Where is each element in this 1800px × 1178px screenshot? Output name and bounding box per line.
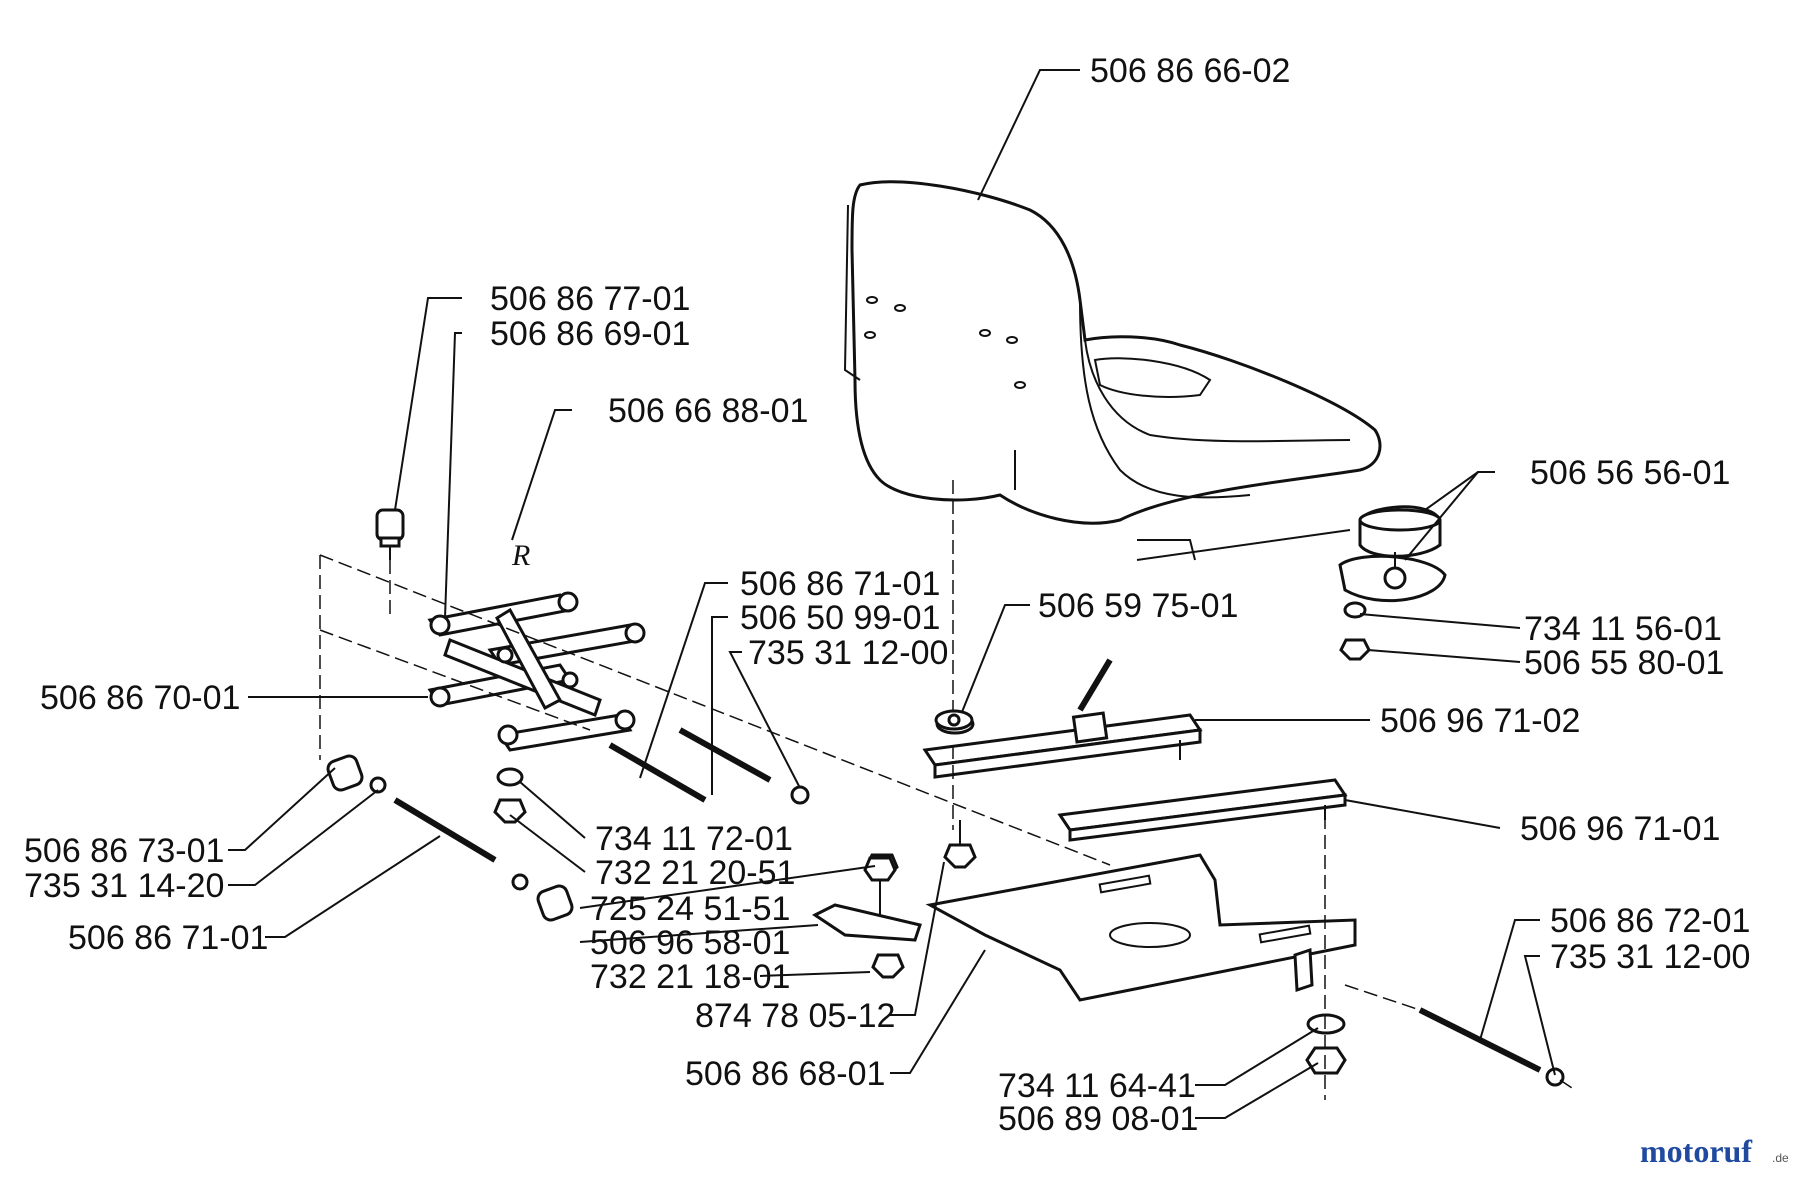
label-735-31-14-20: 735 31 14-20 <box>24 867 224 905</box>
label-734-11-72-01: 734 11 72-01 <box>595 820 793 858</box>
label-725-24-51-51: 725 24 51-51 <box>590 890 790 928</box>
r-clip-mark: R <box>511 539 530 572</box>
label-506-96-58-01: 506 96 58-01 <box>590 924 790 962</box>
watermark-text: motoruf <box>1640 1133 1752 1169</box>
label-506-86-68-01: 506 86 68-01 <box>685 1055 885 1093</box>
bolt-part <box>375 508 405 560</box>
mount-cap-part <box>1338 505 1447 603</box>
seat-part <box>843 180 1382 525</box>
label-506-89-08-01: 506 89 08-01 <box>998 1100 1198 1138</box>
watermark-suffix: .de <box>1772 1151 1789 1165</box>
scissor-linkage-part <box>427 591 646 752</box>
label-506-86-71-01-bottom: 506 86 71-01 <box>68 919 268 957</box>
label-735-31-12-00-top: 735 31 12-00 <box>748 634 948 672</box>
label-735-31-12-00-right: 735 31 12-00 <box>1550 938 1750 976</box>
label-506-55-80-01: 506 55 80-01 <box>1524 644 1724 682</box>
slide-rail-upper-part <box>922 658 1203 779</box>
base-plate-part <box>925 853 1357 1002</box>
label-506-86-70-01: 506 86 70-01 <box>40 679 240 717</box>
label-506-50-99-01: 506 50 99-01 <box>740 599 940 637</box>
label-734-11-56-01: 734 11 56-01 <box>1524 610 1722 648</box>
label-732-21-18-01: 732 21 18-01 <box>590 958 790 996</box>
label-732-21-20-51: 732 21 20-51 <box>595 854 795 892</box>
label-506-59-75-01: 506 59 75-01 <box>1038 587 1238 625</box>
label-506-96-71-02: 506 96 71-02 <box>1380 702 1580 740</box>
leader-lines <box>228 69 1556 1119</box>
label-506-86-71-01-top: 506 86 71-01 <box>740 565 940 603</box>
label-506-66-88-01: 506 66 88-01 <box>608 392 808 430</box>
label-506-86-73-01: 506 86 73-01 <box>24 832 224 870</box>
label-506-86-69-01: 506 86 69-01 <box>490 315 690 353</box>
watermark-logo: motoruf .de <box>1640 1133 1789 1169</box>
label-506-86-72-01: 506 86 72-01 <box>1550 902 1750 940</box>
label-734-11-64-41: 734 11 64-41 <box>998 1067 1196 1105</box>
label-506-56-56-01: 506 56 56-01 <box>1530 454 1730 492</box>
label-506-96-71-01: 506 96 71-01 <box>1520 810 1720 848</box>
label-506-86-77-01: 506 86 77-01 <box>490 280 690 318</box>
slide-rail-lower-part <box>1057 778 1348 842</box>
label-874-78-05-12: 874 78 05-12 <box>695 997 895 1035</box>
label-seat: 506 86 66-02 <box>1090 52 1290 90</box>
